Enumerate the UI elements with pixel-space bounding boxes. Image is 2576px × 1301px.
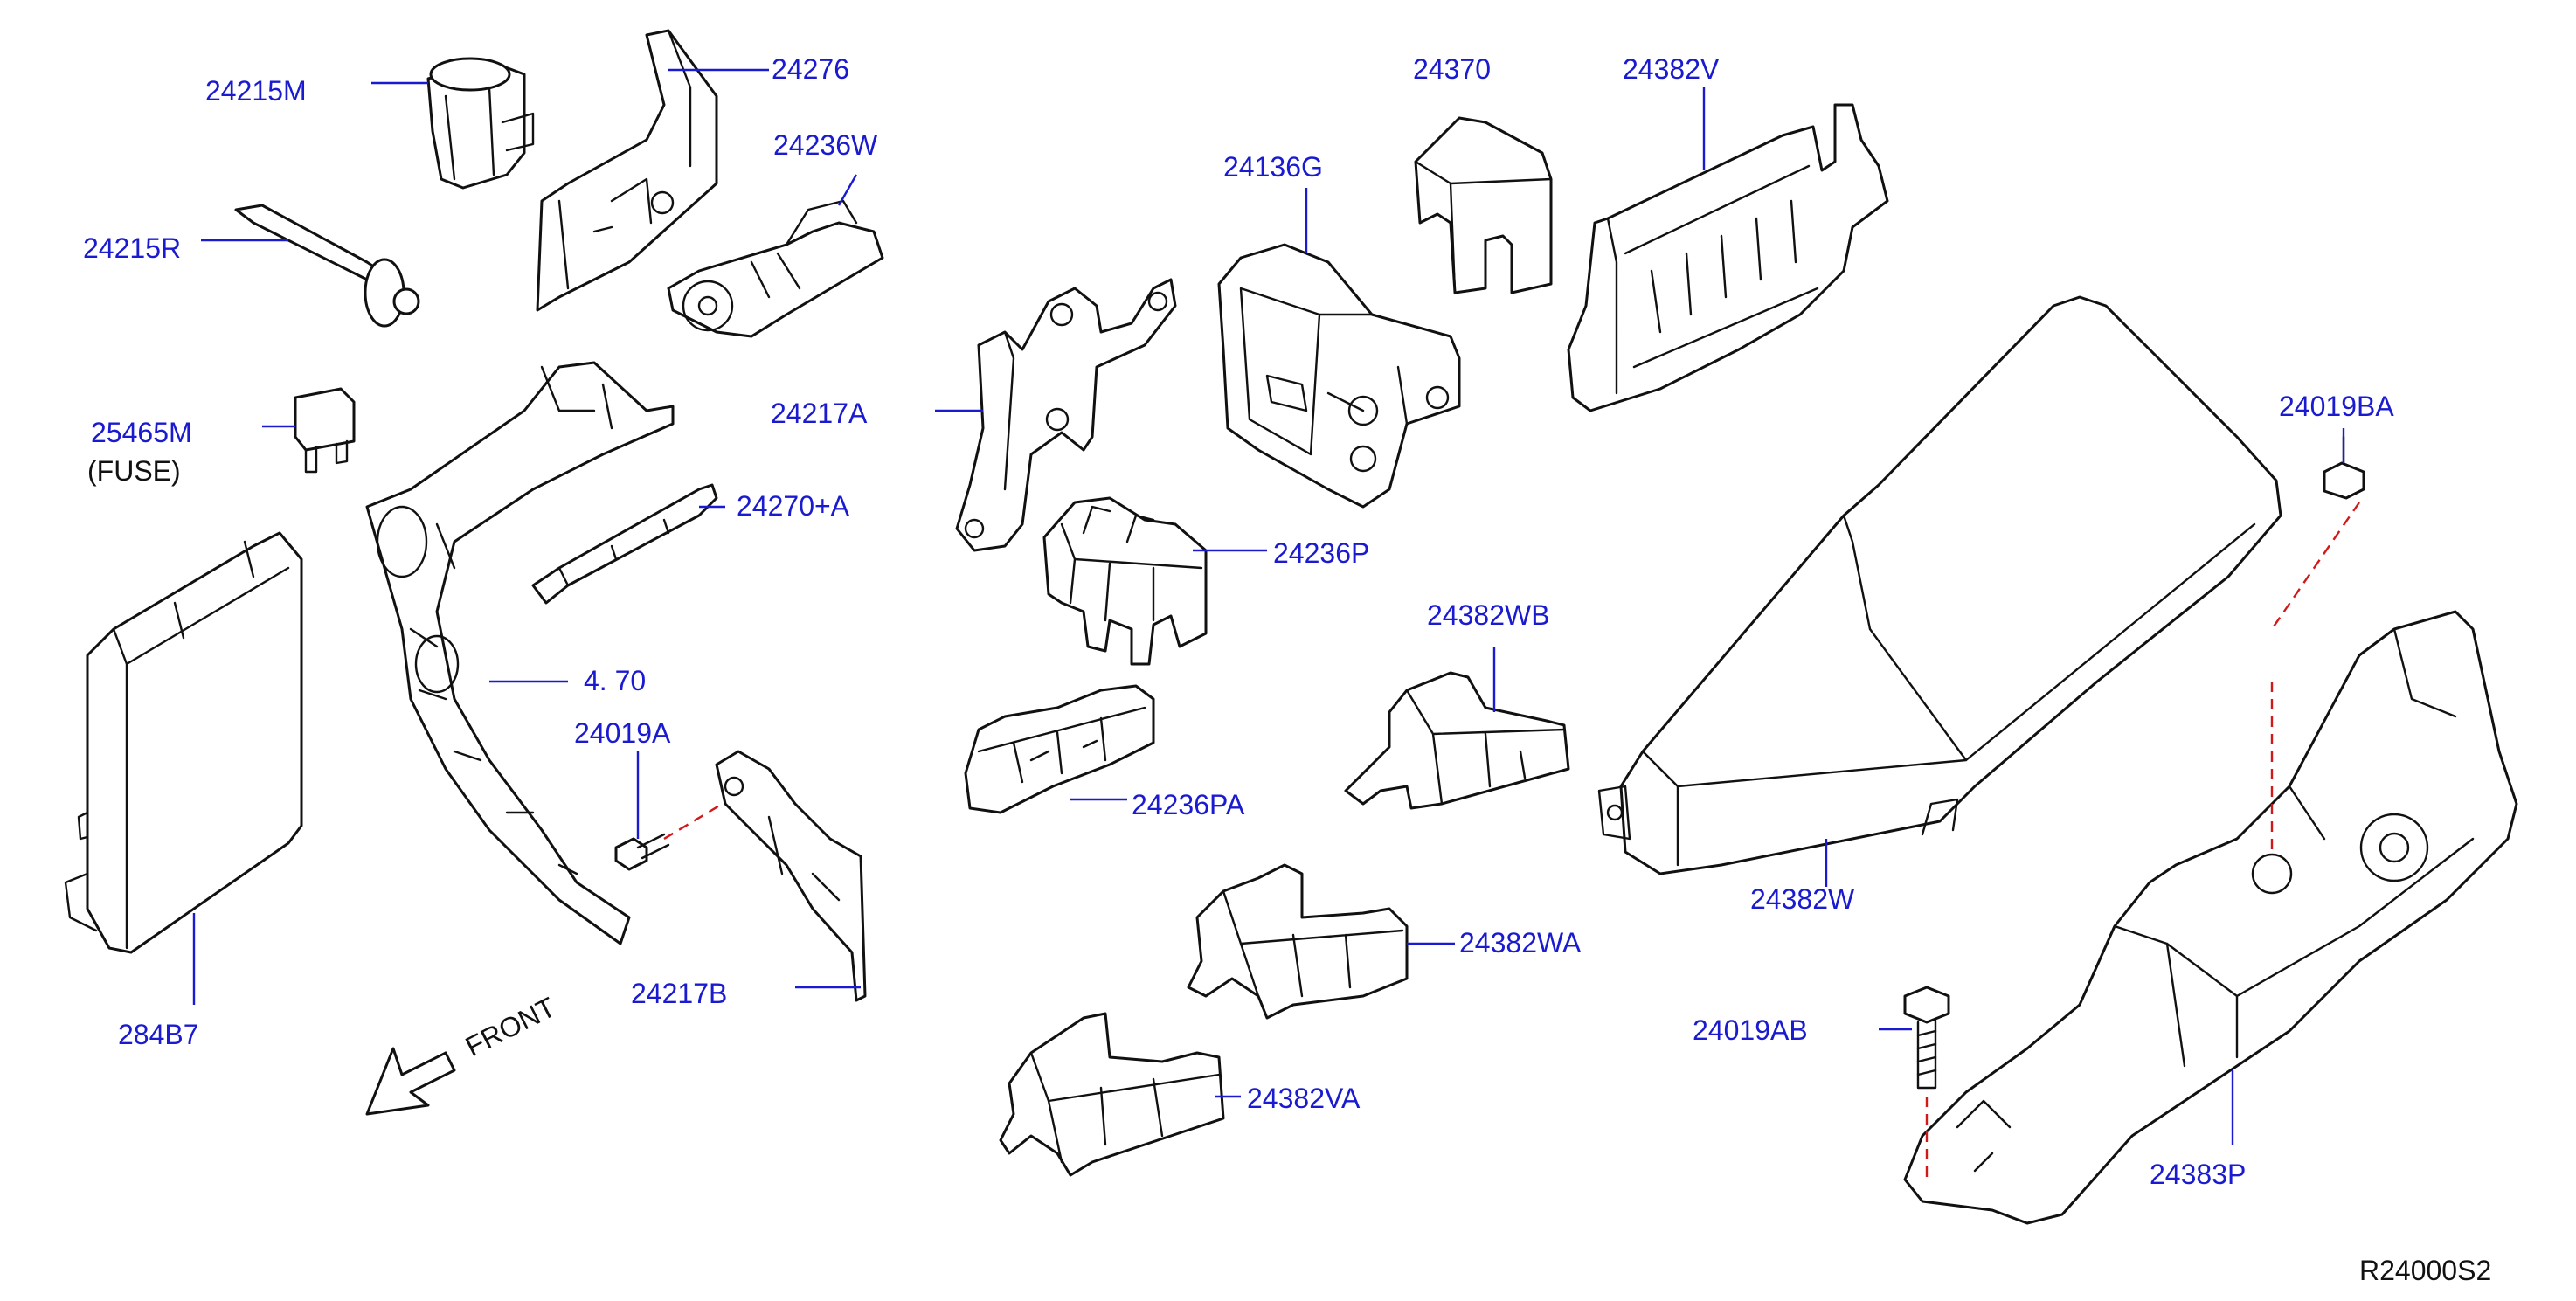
part-24382W-cover bbox=[1597, 295, 2282, 875]
front-label: FRONT bbox=[460, 991, 561, 1062]
front-arrow-icon bbox=[365, 1047, 456, 1116]
label-24217B: 24217B bbox=[631, 978, 727, 1009]
label-24236W: 24236W bbox=[773, 129, 878, 161]
part-24382VA-protector bbox=[999, 1012, 1225, 1177]
part-24019A-bolt bbox=[614, 833, 670, 871]
label-24215M: 24215M bbox=[205, 75, 307, 107]
label-24136G: 24136G bbox=[1223, 151, 1323, 183]
label-24215R: 24215R bbox=[83, 232, 181, 264]
label-24382WB: 24382WB bbox=[1427, 599, 1550, 631]
label-24383P: 24383P bbox=[2150, 1159, 2246, 1190]
label-24019BA: 24019BA bbox=[2279, 391, 2394, 422]
part-24136G-holder bbox=[1217, 243, 1461, 509]
label-24236PA: 24236PA bbox=[1132, 789, 1245, 820]
part-24276-bracket bbox=[536, 29, 718, 312]
reference-code: R24000S2 bbox=[2359, 1255, 2491, 1286]
label-24019A: 24019A bbox=[574, 717, 671, 749]
label-25465M-note: (FUSE) bbox=[87, 455, 181, 487]
label-24276: 24276 bbox=[772, 53, 849, 85]
part-24217B-bracket bbox=[715, 750, 867, 1002]
part-24019AB-bolt bbox=[1903, 986, 1950, 1090]
part-24236W-terminal bbox=[667, 199, 884, 338]
label-24236P: 24236P bbox=[1273, 537, 1369, 569]
label-284B7: 284B7 bbox=[118, 1019, 199, 1050]
label-24382WA: 24382WA bbox=[1459, 927, 1582, 958]
part-24215R-tie bbox=[234, 204, 420, 328]
label-24382V: 24382V bbox=[1623, 53, 1720, 85]
label-24270-partial: 4. 70 bbox=[584, 665, 646, 696]
part-24382V-cover bbox=[1567, 103, 1889, 412]
part-24270-protector bbox=[365, 361, 675, 945]
label-24217A: 24217A bbox=[771, 398, 868, 429]
part-24217A-bracket bbox=[955, 278, 1177, 552]
part-24236PA-cover bbox=[964, 684, 1155, 814]
part-24382WA-protector bbox=[1187, 863, 1409, 1020]
label-24019AB: 24019AB bbox=[1693, 1014, 1808, 1046]
part-24236P-block bbox=[1042, 496, 1208, 666]
label-24370: 24370 bbox=[1413, 53, 1491, 85]
part-284B7-module bbox=[64, 531, 303, 954]
label-24382VA: 24382VA bbox=[1247, 1083, 1361, 1114]
part-24215M-clamp bbox=[426, 57, 535, 190]
part-24270A-protector bbox=[531, 483, 718, 605]
label-24270A: 24270+A bbox=[737, 490, 850, 522]
part-24382WB-protector bbox=[1344, 671, 1570, 810]
part-24383P-case bbox=[1903, 610, 2518, 1225]
part-24370-cover bbox=[1414, 116, 1553, 294]
label-25465M: 25465M bbox=[91, 417, 192, 448]
part-25465M-fuse bbox=[294, 387, 356, 474]
label-24382W: 24382W bbox=[1750, 883, 1855, 915]
